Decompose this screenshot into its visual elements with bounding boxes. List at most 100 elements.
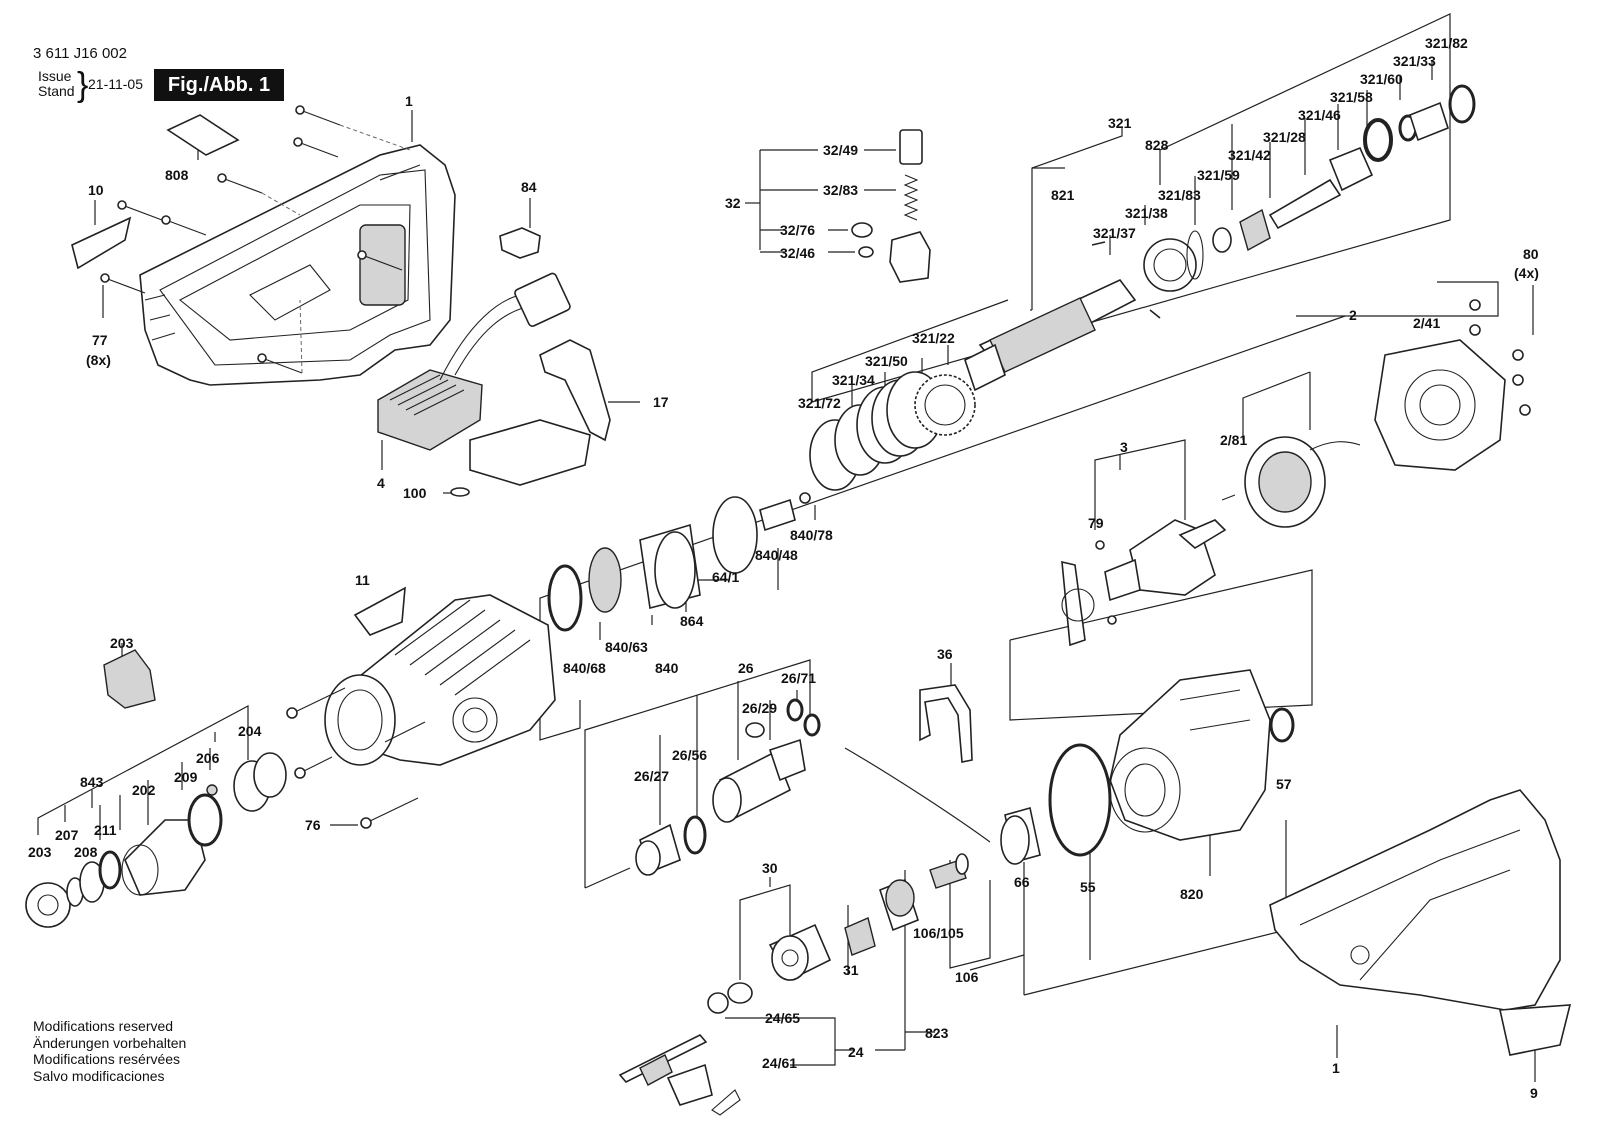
carbon-brush-32-49 xyxy=(899,129,923,165)
part-label-76: 76 xyxy=(305,817,321,833)
part-label-10: 10 xyxy=(88,182,104,198)
part-label-24: 24 xyxy=(848,1044,864,1060)
part-label-4: 4 xyxy=(377,475,385,491)
part-label-204: 204 xyxy=(238,723,262,739)
spring-set-321 xyxy=(809,371,976,491)
part-label-24-61: 24/61 xyxy=(762,1055,797,1071)
motor-flange-2 xyxy=(1374,299,1531,471)
gear-housing xyxy=(324,594,556,766)
clip-100 xyxy=(450,487,470,497)
middle-housing-820 xyxy=(1000,669,1295,865)
part-label-26-56: 26/56 xyxy=(672,747,707,763)
part-label-208: 208 xyxy=(74,844,98,860)
part-label-840-48: 840/48 xyxy=(755,547,798,563)
housing-half-bottom-right xyxy=(1269,789,1572,1056)
part-label-77-count: (8x) xyxy=(86,352,111,368)
gear-train-lower xyxy=(618,853,969,1116)
part-label-203-top: 203 xyxy=(110,635,134,651)
part-label-828: 828 xyxy=(1145,137,1169,153)
modifications-line-fr: Modifications resérvées xyxy=(33,1051,181,1067)
part-label-321-33: 321/33 xyxy=(1393,53,1436,69)
part-label-321-42: 321/42 xyxy=(1228,147,1271,163)
part-label-321-83: 321/83 xyxy=(1158,187,1201,203)
bearing-set-840 xyxy=(547,492,811,632)
part-label-26-71: 26/71 xyxy=(781,670,816,686)
part-label-57: 57 xyxy=(1276,776,1292,792)
part-label-203-bottom: 203 xyxy=(28,844,52,860)
part-label-321-82: 321/82 xyxy=(1425,35,1468,51)
modifications-line-es: Salvo modificaciones xyxy=(33,1067,165,1084)
part-label-2: 2 xyxy=(1349,307,1357,323)
part-label-26: 26 xyxy=(738,660,754,676)
modifications-note: Modifications reserved Änderungen vorbeh… xyxy=(33,1018,186,1084)
part-label-79: 79 xyxy=(1088,515,1104,531)
part-label-821: 821 xyxy=(1051,187,1075,203)
figure-badge: Fig./Abb. 1 xyxy=(154,69,284,101)
brush-holder-32 xyxy=(889,231,931,283)
clip-32-46 xyxy=(858,246,874,258)
part-label-2-81: 2/81 xyxy=(1220,432,1247,448)
label-plate-808 xyxy=(166,114,240,156)
part-label-106-105: 106/105 xyxy=(913,925,964,941)
part-label-106: 106 xyxy=(955,969,979,985)
part-label-31: 31 xyxy=(843,962,859,978)
part-label-864: 864 xyxy=(680,613,704,629)
piston-group-26 xyxy=(635,698,821,876)
screw-group-76 xyxy=(286,687,426,829)
spring-32-83 xyxy=(903,174,919,221)
part-label-100: 100 xyxy=(403,485,427,501)
part-label-843: 843 xyxy=(80,774,104,790)
part-label-9: 9 xyxy=(1530,1085,1538,1101)
tool-holder-group xyxy=(25,649,287,928)
stator-2-81 xyxy=(1221,436,1361,528)
part-label-55: 55 xyxy=(1080,879,1096,895)
part-label-66: 66 xyxy=(1014,874,1030,890)
intermediate-shaft-321 xyxy=(964,84,1476,392)
label-plate-11 xyxy=(353,586,406,636)
part-label-321-34: 321/34 xyxy=(832,372,875,388)
modifications-line-en: Modifications reserved xyxy=(33,1018,174,1034)
part-label-321-72: 321/72 xyxy=(798,395,841,411)
part-label-30: 30 xyxy=(762,860,778,876)
part-label-321-46: 321/46 xyxy=(1298,107,1341,123)
part-label-32-49: 32/49 xyxy=(823,142,858,158)
armature-3 xyxy=(1061,519,1227,647)
part-label-32: 32 xyxy=(725,195,741,211)
issue-label: Issue xyxy=(38,68,72,84)
part-label-209: 209 xyxy=(174,769,198,785)
part-label-202: 202 xyxy=(132,782,156,798)
part-label-321-37: 321/37 xyxy=(1093,225,1136,241)
part-label-17: 17 xyxy=(653,394,669,410)
part-label-321-60: 321/60 xyxy=(1360,71,1403,87)
part-label-321-22: 321/22 xyxy=(912,330,955,346)
screw-group-77 xyxy=(100,105,411,374)
part-label-808: 808 xyxy=(165,167,189,183)
parts xyxy=(25,84,1572,1116)
part-label-321: 321 xyxy=(1108,115,1132,131)
document-number: 3 611 J16 002 xyxy=(33,45,127,62)
handle-cover-17 xyxy=(539,339,611,442)
switch-84 xyxy=(499,227,541,259)
part-labels: 1 808 10 77 (8x) 84 17 4 100 32 32/49 32… xyxy=(28,35,1539,1101)
part-label-32-46: 32/46 xyxy=(780,245,815,261)
part-label-321-50: 321/50 xyxy=(865,353,908,369)
part-label-64-1: 64/1 xyxy=(712,569,739,585)
part-label-1-bottom: 1 xyxy=(1332,1060,1340,1076)
part-label-2-41: 2/41 xyxy=(1413,315,1440,331)
part-label-207: 207 xyxy=(55,827,79,843)
part-label-3: 3 xyxy=(1120,439,1128,455)
part-label-321-38: 321/38 xyxy=(1125,205,1168,221)
part-label-26-27: 26/27 xyxy=(634,768,669,784)
part-label-11: 11 xyxy=(355,572,370,588)
part-label-77: 77 xyxy=(92,332,108,348)
part-label-26-29: 26/29 xyxy=(742,700,777,716)
electronics-module-4 xyxy=(377,272,591,486)
part-label-32-76: 32/76 xyxy=(780,222,815,238)
stand-label: Stand xyxy=(38,83,75,99)
part-label-24-65: 24/65 xyxy=(765,1010,800,1026)
modifications-line-de: Änderungen vorbehalten xyxy=(33,1034,187,1051)
part-label-80-count: (4x) xyxy=(1514,265,1539,281)
part-label-206: 206 xyxy=(196,750,220,766)
label-plate-10 xyxy=(71,216,132,270)
part-label-1-top: 1 xyxy=(405,93,413,109)
